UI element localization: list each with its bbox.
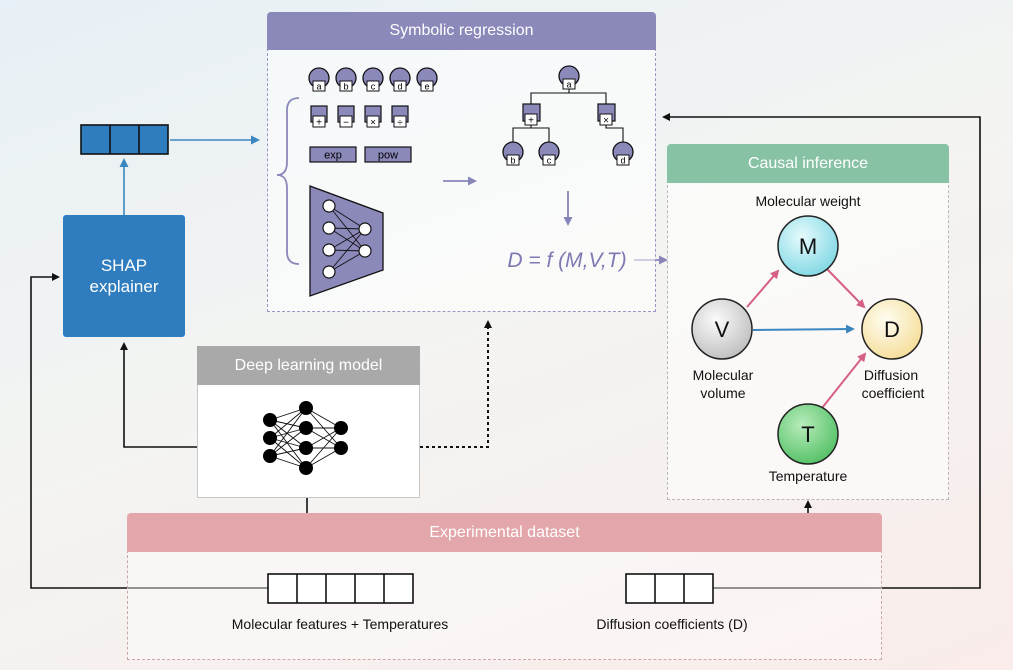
svg-text:+: + bbox=[316, 118, 322, 129]
edge-v-to-d bbox=[752, 324, 855, 334]
tree-leaf-c: c bbox=[538, 141, 560, 166]
svg-text:b: b bbox=[343, 82, 348, 92]
node-v-label-line1: Molecular bbox=[693, 367, 754, 383]
node-d-label-line1: Diffusion bbox=[864, 367, 918, 383]
dataset-title: Experimental dataset bbox=[429, 523, 580, 541]
target-to-sr-connector bbox=[662, 113, 981, 589]
svg-text:D: D bbox=[884, 317, 900, 342]
deep-learning-header: Deep learning model bbox=[197, 346, 420, 385]
node-t-label: Temperature bbox=[769, 468, 848, 484]
svg-text:−: − bbox=[343, 118, 349, 129]
variable-node-c: c bbox=[362, 67, 384, 92]
node-v-label-line2: volume bbox=[700, 385, 745, 401]
target-label: Diffusion coefficients (D) bbox=[596, 616, 748, 632]
tree-leaf-d: d bbox=[612, 141, 634, 166]
function-nodes: exp pow bbox=[309, 146, 412, 163]
primitive-set-brace bbox=[276, 97, 300, 265]
causal-inference-title: Causal inference bbox=[747, 154, 869, 172]
variable-node-e: e bbox=[416, 67, 438, 92]
variable-node-b: b bbox=[335, 67, 357, 92]
edge-m-to-d bbox=[825, 267, 866, 309]
svg-text:c: c bbox=[547, 156, 552, 166]
svg-text:exp: exp bbox=[324, 150, 342, 162]
svg-text:T: T bbox=[801, 422, 814, 447]
variable-nodes: a b c d e bbox=[308, 67, 438, 92]
svg-text:c: c bbox=[371, 82, 376, 92]
svg-text:+: + bbox=[528, 116, 534, 127]
svg-text:a: a bbox=[566, 80, 571, 90]
shap-explainer-box[interactable]: SHAP explainer bbox=[63, 215, 185, 337]
svg-text:e: e bbox=[424, 82, 429, 92]
variable-node-d: d bbox=[389, 67, 411, 92]
tree-leaf-b: b bbox=[502, 141, 524, 166]
svg-text:÷: ÷ bbox=[397, 118, 403, 129]
features-label: Molecular features + Temperatures bbox=[231, 616, 449, 632]
dl-to-sr-dotted-connector bbox=[420, 320, 492, 448]
edge-t-to-d bbox=[821, 352, 867, 409]
svg-text:V: V bbox=[715, 317, 730, 342]
function-exp: exp bbox=[309, 146, 357, 163]
causal-inference-header: Causal inference bbox=[667, 144, 949, 183]
node-d: D bbox=[861, 298, 923, 360]
function-pow: pow bbox=[364, 146, 412, 163]
svg-text:pow: pow bbox=[378, 150, 398, 162]
deep-learning-title: Deep learning model bbox=[234, 356, 383, 374]
deep-learning-network-icon bbox=[263, 401, 348, 475]
tree-add-node: + bbox=[522, 103, 541, 127]
operator-add: + bbox=[310, 105, 328, 129]
operator-nodes: + − × ÷ bbox=[310, 105, 409, 129]
svg-text:d: d bbox=[620, 156, 625, 166]
shap-label-line1: SHAP bbox=[100, 256, 148, 275]
operator-divide: ÷ bbox=[391, 105, 409, 129]
symbolic-regression-title: Symbolic regression bbox=[389, 22, 534, 39]
svg-text:d: d bbox=[397, 82, 402, 92]
tree-multiply-node: × bbox=[597, 103, 616, 127]
variable-node-a: a bbox=[308, 67, 330, 92]
shap-importance-vector bbox=[80, 124, 169, 155]
dl-to-shap-connector bbox=[120, 342, 197, 448]
causal-graph: M V D T Molecular weight Molecular volum… bbox=[691, 193, 925, 484]
dataset-panel bbox=[127, 550, 882, 660]
node-m-label: Molecular weight bbox=[755, 193, 860, 209]
svg-text:a: a bbox=[316, 82, 321, 92]
node-t: T bbox=[777, 403, 839, 465]
svg-text:M: M bbox=[799, 234, 817, 259]
tree-root-node: a bbox=[558, 65, 580, 90]
svg-text:×: × bbox=[603, 116, 609, 127]
edge-v-to-m bbox=[746, 269, 780, 308]
neural-network-funnel-icon bbox=[309, 185, 384, 297]
operator-multiply: × bbox=[364, 105, 382, 129]
equation-text: D = f (M,V,T) bbox=[507, 249, 626, 272]
dataset-header: Experimental dataset bbox=[127, 513, 882, 552]
svg-text:b: b bbox=[510, 156, 515, 166]
expression-tree: a + × b c d bbox=[502, 65, 634, 166]
node-v: V bbox=[691, 298, 753, 360]
features-to-shap-connector bbox=[30, 273, 268, 589]
symbolic-regression-contents: a b c d e + − × ÷ exp pow bbox=[276, 65, 634, 297]
symbolic-regression-header: Symbolic regression bbox=[267, 12, 656, 50]
svg-text:×: × bbox=[370, 118, 376, 129]
operator-subtract: − bbox=[337, 105, 355, 129]
node-d-label-line2: coefficient bbox=[862, 385, 925, 401]
shap-label-line2: explainer bbox=[89, 277, 159, 296]
node-m: M bbox=[777, 215, 839, 277]
